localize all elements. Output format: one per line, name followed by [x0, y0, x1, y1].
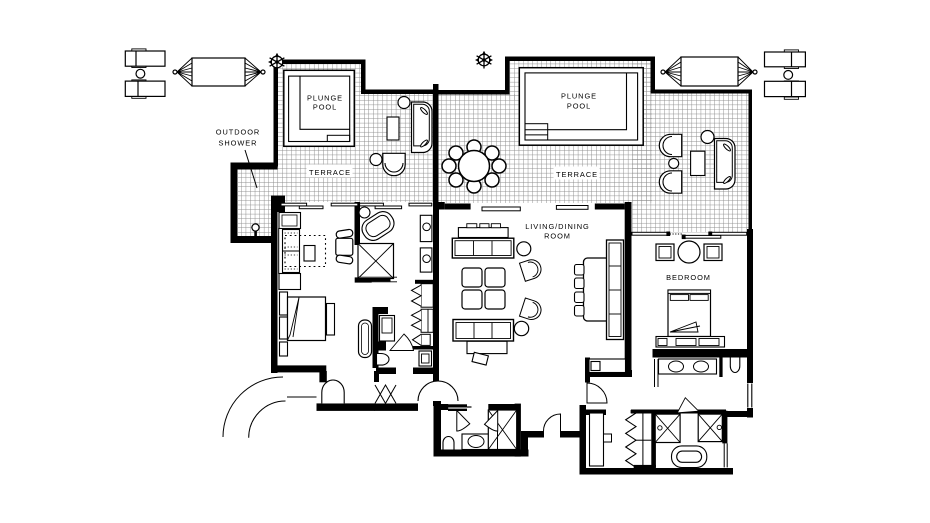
svg-text:PLUNGE: PLUNGE — [307, 94, 343, 103]
svg-text:OUTDOOR: OUTDOOR — [216, 128, 260, 137]
svg-text:SHOWER: SHOWER — [219, 139, 258, 148]
svg-text:POOL: POOL — [313, 103, 337, 112]
svg-text:TERRACE: TERRACE — [309, 168, 351, 177]
svg-text:LIVING/DINING: LIVING/DINING — [525, 222, 590, 231]
svg-text:BEDROOM: BEDROOM — [666, 273, 711, 282]
svg-text:ROOM: ROOM — [544, 232, 571, 241]
svg-text:PLUNGE: PLUNGE — [561, 92, 597, 101]
svg-text:TERRACE: TERRACE — [556, 170, 598, 179]
svg-text:POOL: POOL — [567, 102, 591, 111]
